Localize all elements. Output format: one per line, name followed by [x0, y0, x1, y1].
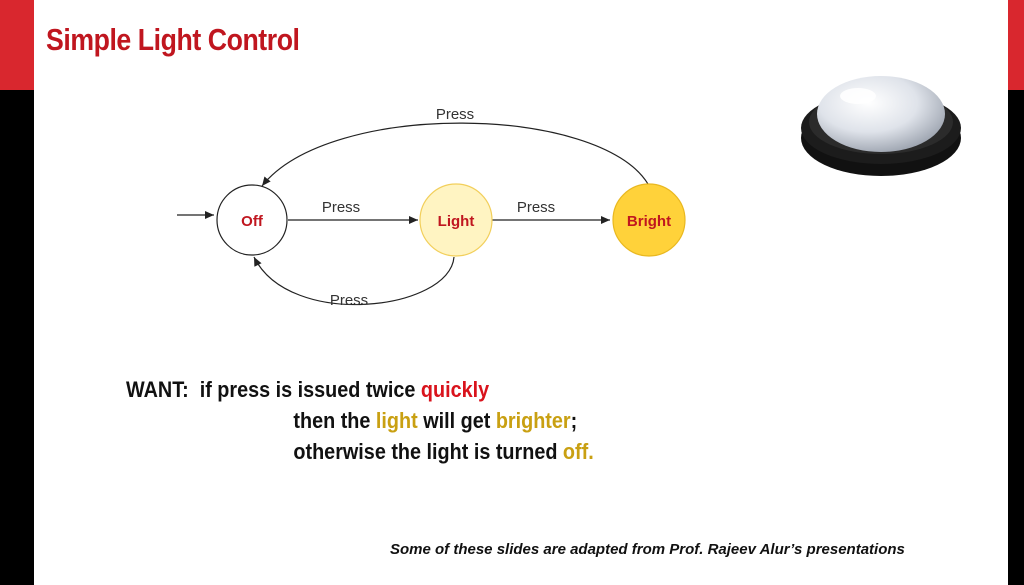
state-bright-label: Bright	[627, 213, 671, 230]
want-line-1: WANT: if press is issued twice quickly	[126, 374, 594, 405]
slide-title: Simple Light Control	[46, 22, 300, 57]
edge-bright-off	[261, 122, 649, 187]
want-brighter: brighter	[495, 408, 571, 433]
want-line1-text: if press is issued twice	[188, 377, 421, 402]
edge-label-off-light: Press	[322, 199, 360, 216]
left-accent-bar-black	[0, 90, 34, 585]
want-line2-c: ;	[570, 408, 578, 433]
want-light: light	[375, 408, 418, 433]
want-line-2: then the light will get brighter;	[126, 405, 594, 436]
left-accent-bar-red	[0, 0, 34, 90]
want-line-3: otherwise the light is turned off.	[126, 436, 594, 467]
want-line3-a: otherwise the light is turned	[293, 439, 563, 464]
want-statement: WANT: if press is issued twice quickly t…	[126, 374, 594, 467]
state-light-label: Light	[438, 213, 475, 230]
want-quickly: quickly	[420, 377, 490, 402]
want-line2-b: will get	[417, 408, 496, 433]
footer-credit: Some of these slides are adapted from Pr…	[390, 541, 905, 558]
state-off	[216, 184, 288, 256]
push-light-icon	[801, 76, 961, 176]
want-line2-a: then the	[293, 408, 376, 433]
state-bright	[612, 183, 686, 257]
edge-light-off	[253, 256, 455, 306]
right-accent-bar-black	[1008, 90, 1024, 585]
want-off: off.	[562, 439, 594, 464]
edge-label-bright-off: Press	[436, 106, 474, 123]
edge-label-light-off: Press	[330, 292, 368, 309]
state-light	[419, 183, 493, 257]
want-prefix: WANT:	[126, 377, 189, 402]
right-accent-bar-red	[1008, 0, 1024, 90]
edge-label-light-bright: Press	[517, 199, 555, 216]
state-off-label: Off	[241, 213, 264, 230]
